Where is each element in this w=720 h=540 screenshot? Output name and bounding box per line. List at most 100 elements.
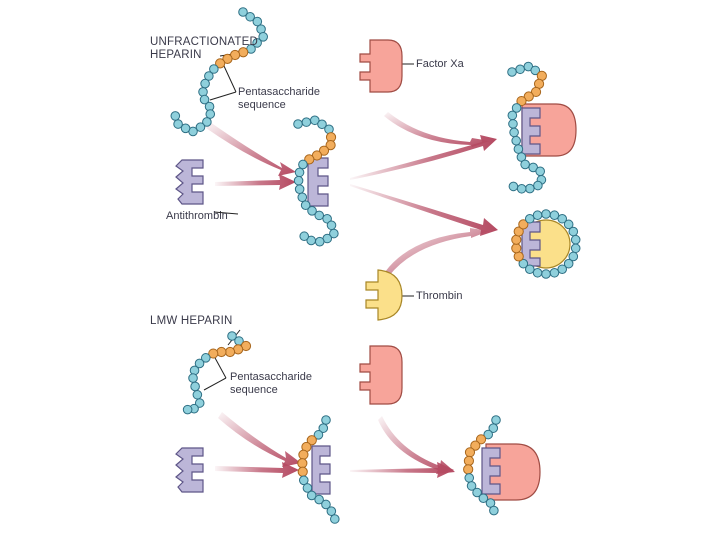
ufh-label-line2: HEPARIN [150,49,202,61]
ufh-complex-chain-bead [293,119,303,129]
thrombin-ring-bead [541,269,551,279]
thrombin-ring-pentasaccharide-bead [513,226,524,237]
lmwh-complex-chain-bead [302,483,313,493]
arrow-thrombin-in [385,228,489,276]
pentasaccharide-label-1a: Pentasaccharide [238,86,320,98]
xa-complex-chain-bead [520,159,530,170]
lmwh-chain-bead [189,365,200,376]
lmwh-xa-complex-chain-pentasaccharide-bead [475,434,487,445]
ufh-chain-bead [252,16,263,27]
xa-complex-chain-pentasaccharide-bead [516,95,527,107]
lmwh-chain-bead [227,331,237,341]
lmwh-chain-pentasaccharide-bead [208,348,219,359]
ufh-chain-pentasaccharide-bead [222,53,233,64]
heparin-bead-chains [170,7,581,524]
arrow-complex2-to-xa [350,462,454,478]
ufh-chain-bead [238,7,248,17]
antithrombin-label: Antithrombin [166,210,228,222]
lmwh-antithrombin-complex [311,445,331,495]
ufh-chain-bead [180,123,191,134]
lmwh-chain-bead [194,358,205,369]
ufh-label-line1: UNFRACTIONATED [150,36,259,48]
lmwh-complex-chain-pentasaccharide-bead [298,449,309,460]
lmwh-xa-complex-chain-pentasaccharide-bead [464,447,476,458]
ufh-chain-bead [205,109,216,119]
ufh-complex-chain-bead [309,115,320,126]
xa-complex-chain-bead [508,181,519,192]
xa-complex-chain-bead [511,135,521,146]
xa-complex-chain-bead [515,64,525,75]
lmwh-xa-complex-chain-bead [491,415,501,425]
lmwh-complex-chain-bead [326,506,337,516]
arrow-ufh-to-complex [206,122,296,176]
xa-complex-chain-bead [507,67,517,77]
ufh-chain-bead [204,71,214,81]
lmwh-complex-chain-bead [318,423,329,433]
ufh-chain-bead [173,119,183,129]
lmwh-complex-chain-pentasaccharide-bead [297,458,308,469]
antithrombin-protein [175,159,204,205]
thrombin-ring-bead [557,264,568,275]
ufh-chain-bead [258,32,268,42]
xa-complex-chain-bead [509,127,519,138]
thrombin-ring-bead [541,209,551,219]
xa-complex-chain-bead [516,183,527,194]
heparin-antithrombin-complex [307,157,329,207]
lmwh-chain-pentasaccharide-bead [216,346,227,358]
lmwh-chain-bead [190,381,200,392]
ufh-chain-bead [195,122,206,132]
thrombin-ring-bead [568,251,579,262]
ufh-complex-chain-bead [314,210,325,221]
thrombin-ring-bead [568,226,579,237]
arrow-complex-to-xa [350,135,497,180]
ufh-complex-chain-bead [294,167,305,178]
ufh-complex-chain-pentasaccharide-bead [325,140,336,151]
lmwh-xa-complex [481,443,541,501]
lmwh-xa-complex-chain-pentasaccharide-bead [470,440,481,451]
lmwh-xa-complex-chain-pentasaccharide-bead [463,455,474,466]
lmwh-complex-chain-bead [321,499,331,510]
thrombin-ring-bead [524,264,535,275]
lmwh-xa-complex-chain-bead [464,473,475,483]
lmwh-xa-complex-chain-bead [489,505,499,516]
xa-complex-chain-bead [508,119,518,129]
ufh-chain-bead [198,87,208,97]
xa-complex-chain-bead [525,183,535,194]
ufh-chain-bead [199,94,210,105]
antithrombin-protein-2 [175,447,204,493]
leader-antithrombin [213,211,239,215]
ufh-complex-chain-bead [326,220,337,231]
lmwh-complex-chain-bead [306,490,317,501]
ufh-chain-bead [245,11,255,22]
lmwh-chain-bead [188,373,198,383]
ufh-complex-chain-bead [306,235,317,246]
thrombin-ring-bead [549,210,560,221]
arrow-factorxa2-in [378,416,455,474]
lmwh-complex-chain-bead [313,430,324,440]
lmwh-xa-complex-chain-bead [466,481,477,491]
pentasaccharide-label-2b: sequence [230,384,278,396]
xa-complex-chain-pentasaccharide-bead [523,91,534,102]
lmwh-complex-chain-bead [298,475,309,486]
lmwh-complex-chain-bead [330,514,340,524]
leader-penta1b [209,91,237,101]
xa-complex [521,103,577,157]
thrombin-ring-bead [557,213,568,224]
ufh-complex-chain-bead [300,200,311,210]
lmwh-xa-complex-chain-bead [472,487,482,498]
factor-xa-protein-2 [359,345,403,405]
lmwh-complex-chain-pentasaccharide-bead [306,435,317,446]
thrombin-ring-bead [524,213,535,224]
thrombin-ring-bead [532,210,543,221]
lmwh-chain-pentasaccharide-bead [224,346,236,358]
arrow-factorxa-in [384,112,490,147]
ufh-complex-chain-bead [301,117,312,127]
ufh-complex-chain-bead [294,184,305,194]
ufh-complex-chain-pentasaccharide-bead [318,145,330,156]
xa-complex-chain-bead [511,103,522,113]
lmwh-complex-chain-bead [321,415,331,425]
xa-complex-chain-bead [513,144,524,154]
xa-complex-chain-bead [533,180,543,191]
lmwh-xa-complex-chain-bead [488,423,499,433]
arrow-antithrombin-to-complex [215,174,296,190]
